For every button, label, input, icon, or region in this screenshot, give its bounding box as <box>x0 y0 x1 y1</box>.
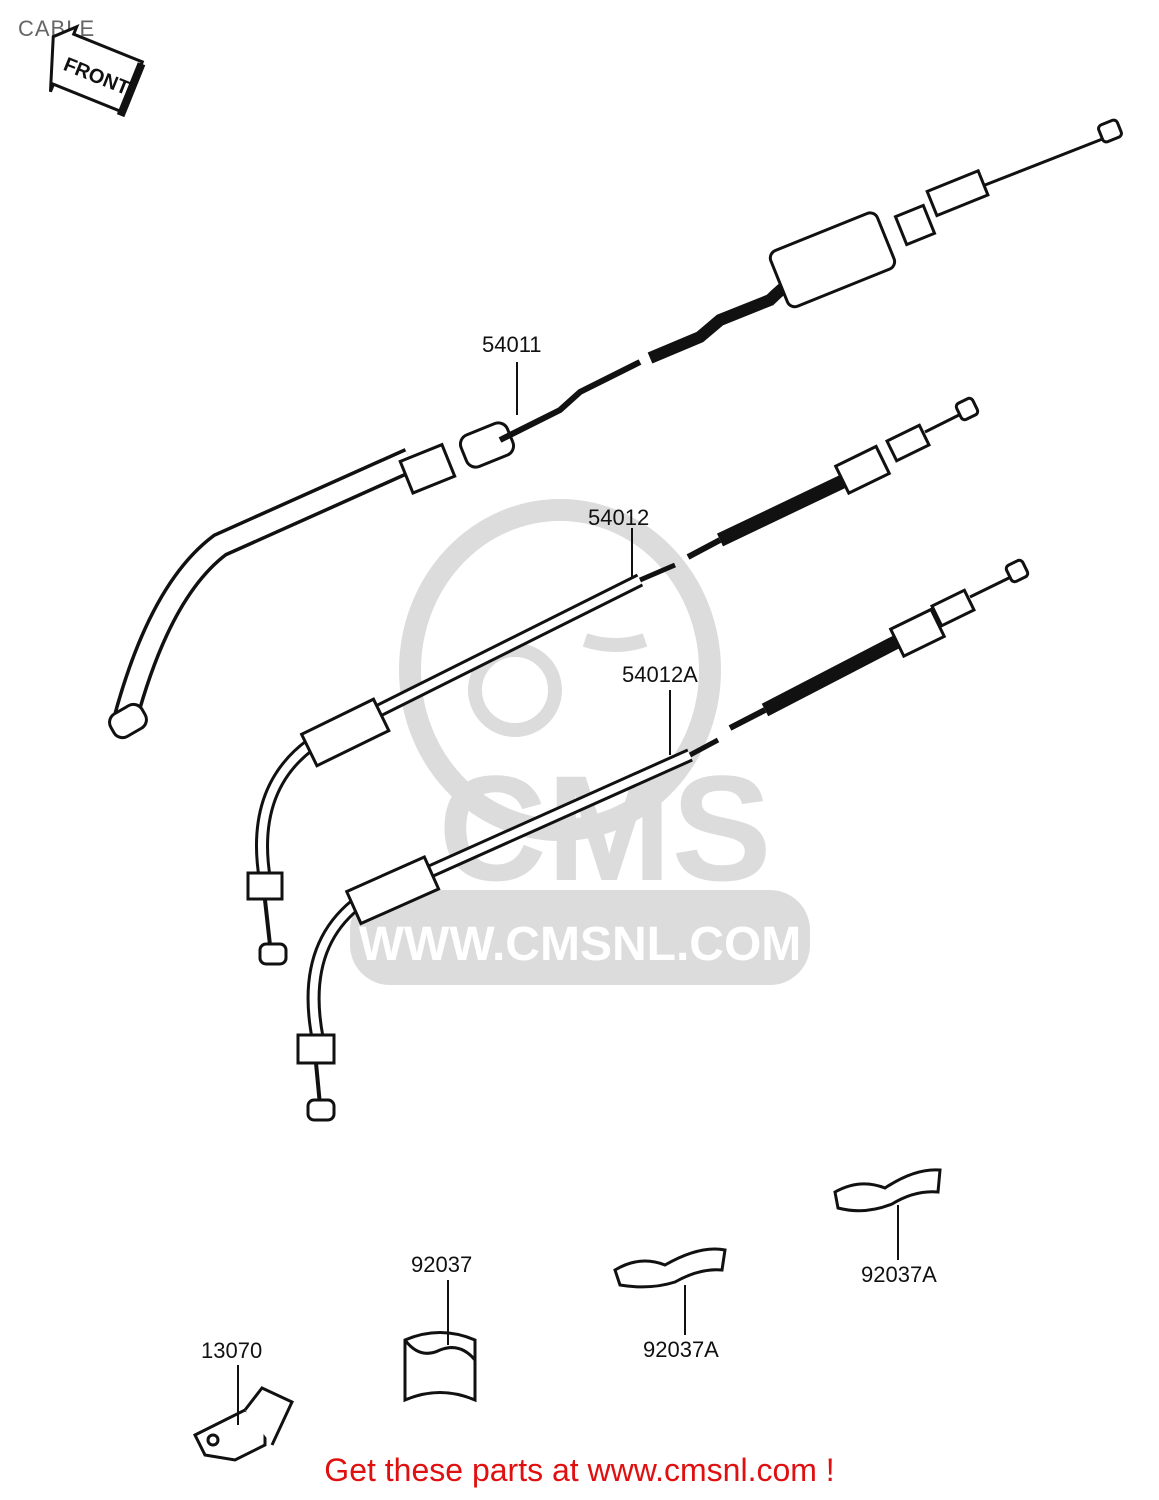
cable-54012a-adjuster <box>888 607 947 659</box>
cable-54011-sleeve <box>398 442 457 495</box>
watermark-brand: CMS <box>438 744 771 912</box>
bracket-13070 <box>192 1365 294 1462</box>
part-label-92037: 92037 <box>411 1252 473 1277</box>
clamp-92037a-left-body <box>613 1247 727 1289</box>
holder-92037-body <box>403 1331 477 1403</box>
cable-54012a-thread <box>929 588 977 628</box>
cable-54011-adjuster-body <box>768 211 897 309</box>
cable-54011-end-fitting <box>108 702 148 740</box>
clamp-92037a-right-body <box>833 1168 942 1213</box>
cable-54011-nut <box>893 203 937 247</box>
cable-54012a-lower-nut <box>296 1033 336 1065</box>
cable-54012-adjuster <box>833 444 892 496</box>
cable-54011-boot <box>458 421 516 469</box>
watermark-mascot-wink <box>582 633 648 652</box>
cable-54011-inner-wire <box>984 136 1106 187</box>
part-label-54012a: 54012A <box>622 662 698 687</box>
cable-54011-nipple <box>1097 118 1123 144</box>
cable-clamp-92037a-left <box>613 1247 727 1335</box>
part-label-54011: 54011 <box>482 332 542 357</box>
cable-54012-thread <box>884 423 932 463</box>
cable-54012a <box>296 558 1030 1122</box>
cable-54011 <box>108 118 1123 740</box>
watermark-url-band <box>350 890 810 985</box>
cable-holder-92037 <box>403 1280 477 1403</box>
part-label-92037a-left: 92037A <box>643 1337 719 1362</box>
cable-54012-lower-nipple <box>258 942 288 966</box>
watermark: WWW.CMSNL.COM CMS <box>350 499 810 985</box>
cable-54012a-fitting <box>344 854 441 926</box>
footer-link-text[interactable]: Get these parts at www.cmsnl.com ! <box>324 1452 835 1488</box>
watermark-mascot-ring <box>399 499 721 841</box>
part-label-54012: 54012 <box>588 505 650 530</box>
cable-54012 <box>246 396 980 966</box>
cable-clamp-92037a-right <box>833 1168 942 1260</box>
cable-54012a-lower-nipple <box>306 1098 336 1122</box>
part-label-92037a-right: 92037A <box>861 1262 937 1287</box>
part-label-13070: 13070 <box>201 1338 263 1363</box>
watermark-url: WWW.CMSNL.COM <box>359 918 802 971</box>
cable-54012-fitting <box>299 697 391 768</box>
cable-54012a-nipple <box>1004 558 1030 584</box>
cable-54011-thread <box>925 168 990 218</box>
cable-54012-lower-nut <box>246 871 284 901</box>
front-direction-arrow: FRONT <box>48 23 146 118</box>
cable-54012-nipple <box>954 396 980 422</box>
